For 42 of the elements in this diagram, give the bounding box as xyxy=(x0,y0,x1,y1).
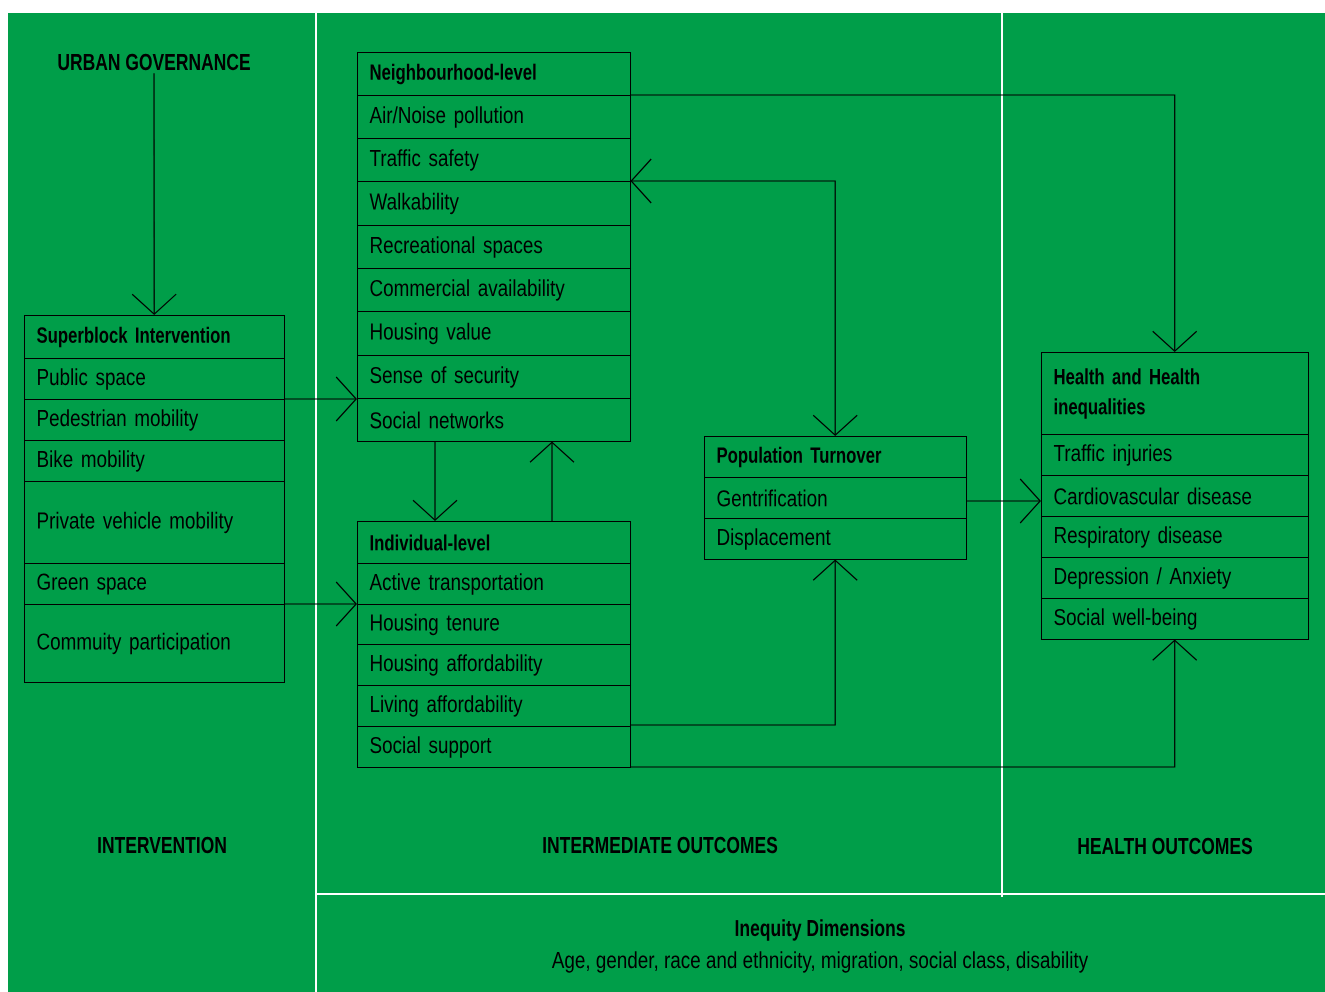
table-cell: Green space xyxy=(24,563,285,605)
band-text: Age, gender, race and ethnicity, migration, social class, disability xyxy=(551,951,1089,973)
table-cell: Housing value xyxy=(357,311,631,356)
table-cell: Cardiovascular disease xyxy=(1041,475,1309,517)
table-cell: Displacement xyxy=(704,518,967,560)
column-heading: INTERVENTION xyxy=(98,836,226,854)
table-cell: Respiratory disease xyxy=(1041,516,1309,558)
table-cell: Walkability xyxy=(357,181,631,226)
table-cell: Recreational spaces xyxy=(357,225,631,269)
table-cell: Social support xyxy=(357,726,631,768)
arrow xyxy=(630,158,858,436)
arrow xyxy=(131,72,177,315)
table-cell: Traffic injuries xyxy=(1041,434,1309,476)
table-cell: Bike mobility xyxy=(24,440,285,482)
table-cell: Housing affordability xyxy=(357,644,631,686)
table-cell: Depression / Anxiety xyxy=(1041,557,1309,599)
column-heading: HEALTH OUTCOMES xyxy=(1078,837,1253,855)
band-heading: Inequity Dimensions xyxy=(735,919,905,941)
table-header: Neighbourhood-level xyxy=(357,52,631,96)
table-header: Health and Health inequalities xyxy=(1041,352,1309,435)
table-cell: Private vehicle mobility xyxy=(24,481,285,564)
table-header: Individual-level xyxy=(357,521,631,564)
table-cell: Gentrification xyxy=(704,477,967,519)
table-header: Superblock Intervention xyxy=(24,315,285,359)
table-cell: Public space xyxy=(24,358,285,400)
table-cell: Air/Noise pollution xyxy=(357,95,631,139)
table-cell: Sense of security xyxy=(357,355,631,399)
table-cell: Social well-being xyxy=(1041,598,1309,640)
arrow xyxy=(629,639,1198,768)
table-cell: Pedestrian mobility xyxy=(24,399,285,441)
arrow xyxy=(629,559,858,726)
heading: URBAN GOVERNANCE xyxy=(58,53,250,71)
table-cell: Traffic safety xyxy=(357,138,631,182)
table-cell: Active transportation xyxy=(357,563,631,605)
column-heading: INTERMEDIATE OUTCOMES xyxy=(543,836,778,854)
table-cell: Commuity participation xyxy=(24,604,285,683)
table-cell: Living affordability xyxy=(357,685,631,727)
table-cell: Social networks xyxy=(357,398,631,442)
table-cell: Commercial availability xyxy=(357,268,631,312)
table-cell: Housing tenure xyxy=(357,604,631,645)
table-header: Population Turnover xyxy=(704,436,967,478)
arrow xyxy=(629,94,1198,352)
